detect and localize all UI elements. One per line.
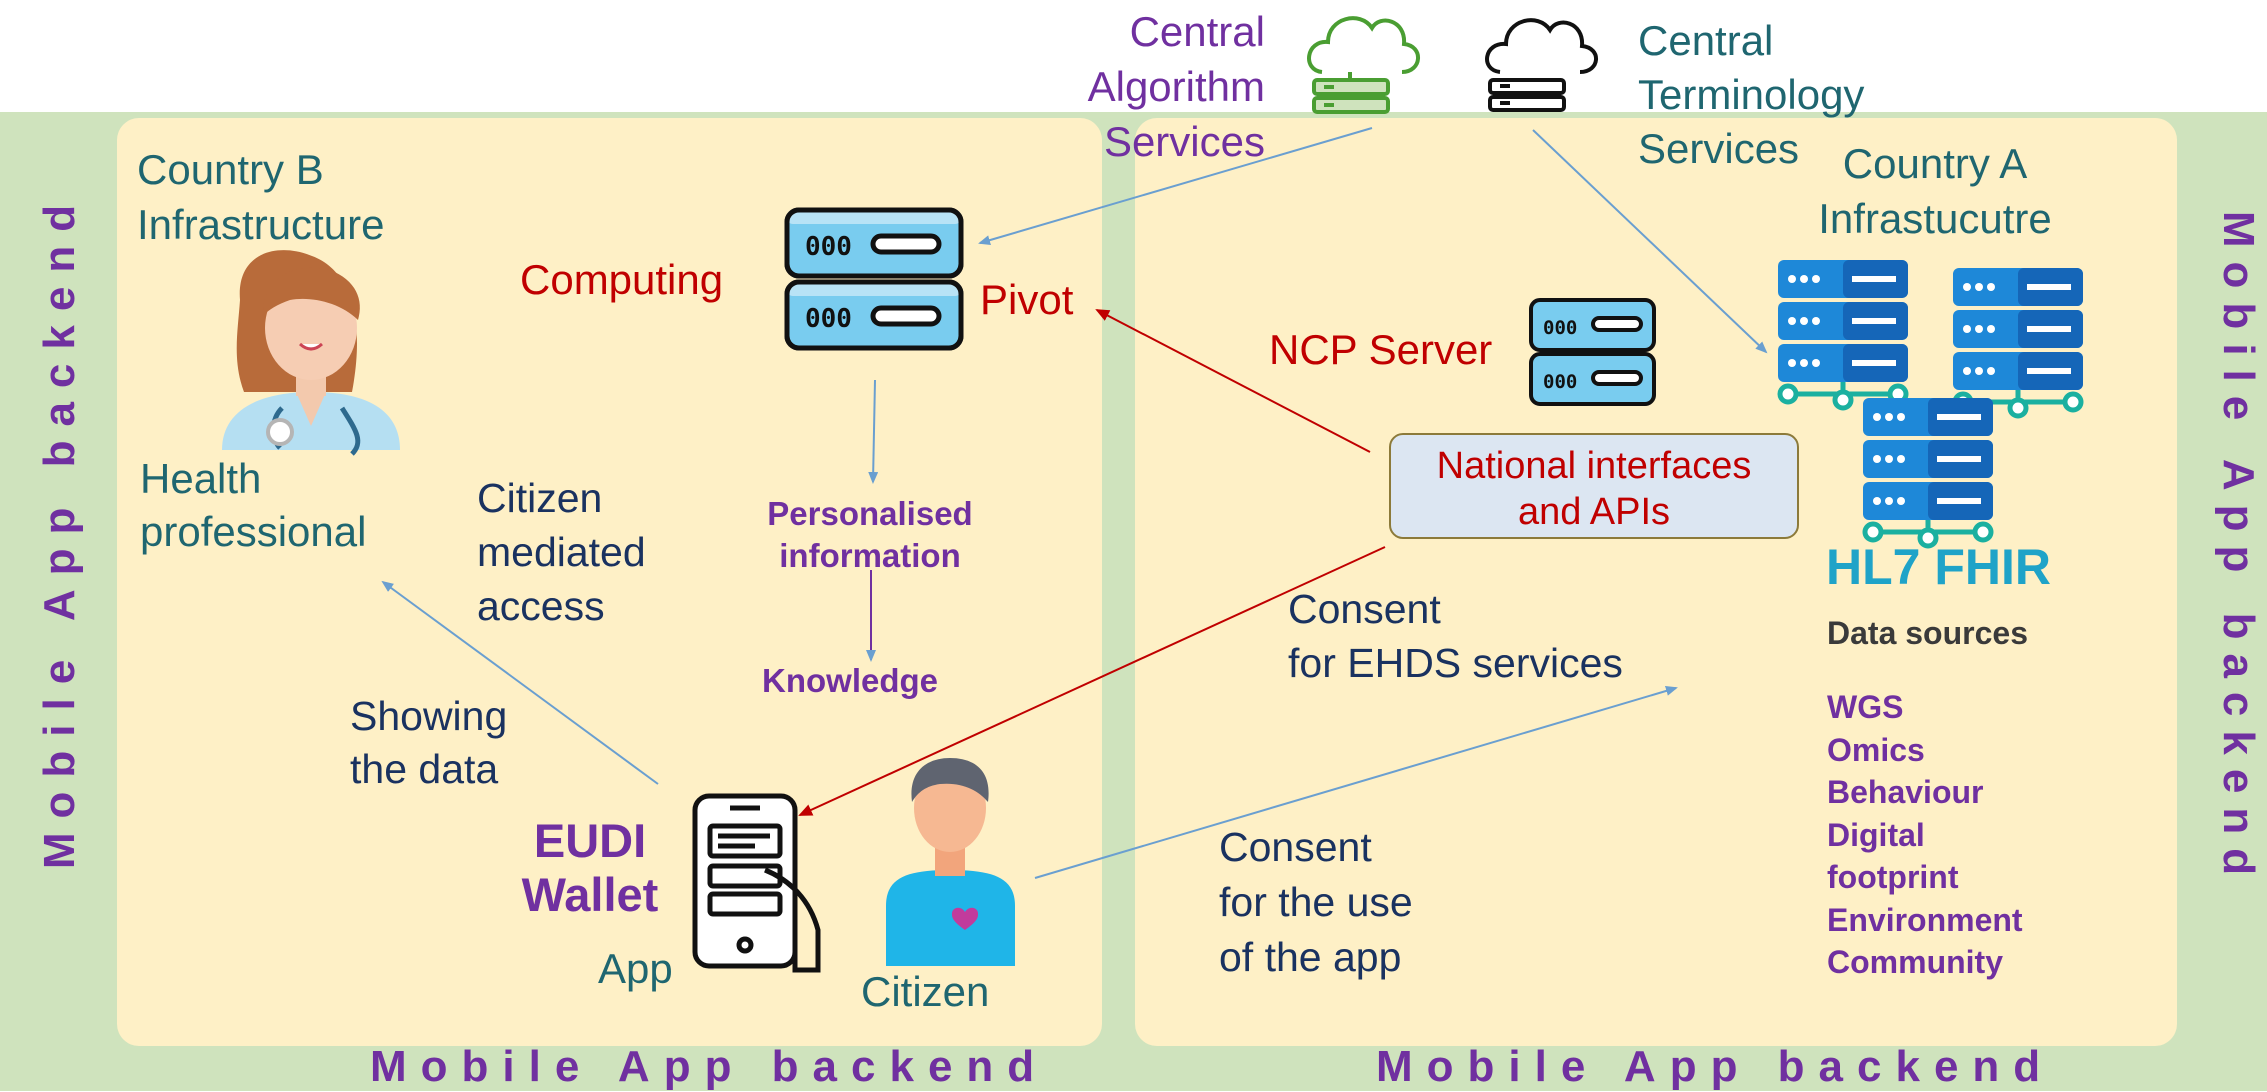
list-item: Environment bbox=[1827, 901, 2023, 938]
list-item: Behaviour bbox=[1827, 774, 1984, 810]
arrow-national-to-pivot bbox=[1095, 309, 1371, 453]
list-item: Digital bbox=[1827, 816, 1925, 853]
central-algorithm-services-label: Central Algorithm Services bbox=[1087, 8, 1265, 165]
citizen-icon bbox=[886, 758, 1015, 966]
arrow-national-to-wallet bbox=[798, 546, 1386, 816]
personalised-information-label: Personalised information bbox=[767, 495, 973, 574]
citizen-mediated-access-label: Citizen mediated access bbox=[477, 475, 646, 629]
data-server-icon bbox=[1952, 268, 2084, 419]
data-sources-list: WGS Omics Behaviour Digital footprint En… bbox=[1827, 686, 2023, 984]
svg-text:000: 000 bbox=[1543, 371, 1577, 393]
citizen-label: Citizen bbox=[861, 968, 990, 1015]
arrow-terminology-to-country-a bbox=[1532, 129, 1768, 354]
list-item: WGS bbox=[1827, 689, 1904, 725]
national-interfaces-label: National interfaces and APIs bbox=[1436, 445, 1752, 533]
ncp-server-label: NCP Server bbox=[1269, 326, 1493, 373]
hl7-fhir-label: HL7 FHIR bbox=[1826, 539, 2051, 595]
app-label: App bbox=[598, 945, 673, 992]
list-item: footprint bbox=[1827, 859, 1959, 895]
pivot-server-icon: 000 000 bbox=[784, 207, 964, 351]
consent-ehds-label: Consent for EHDS services bbox=[1288, 586, 1623, 686]
consent-app-label: Consent for the use of the app bbox=[1219, 824, 1413, 980]
health-professional-icon bbox=[222, 250, 400, 456]
cloud-black-icon bbox=[1485, 18, 1598, 112]
country-b-title: Country B Infrastructure bbox=[137, 146, 385, 248]
ncp-server-icon: 000 000 bbox=[1529, 298, 1656, 406]
backend-label-right: Mobile App backend bbox=[2214, 210, 2263, 890]
data-server-icon bbox=[1777, 260, 1909, 411]
data-server-icon bbox=[1862, 398, 1994, 549]
arrow-pivot-to-personalised bbox=[868, 379, 879, 484]
cloud-green-icon bbox=[1307, 16, 1420, 114]
svg-text:000: 000 bbox=[805, 304, 852, 334]
computing-label: Computing bbox=[520, 256, 724, 303]
showing-the-data-label: Showing the data bbox=[350, 693, 508, 792]
arrow-app-to-professional bbox=[381, 580, 659, 785]
eudi-wallet-label: EUDI Wallet bbox=[521, 814, 659, 921]
backend-label-bottom-right: Mobile App backend bbox=[1376, 1042, 2055, 1091]
central-terminology-services-label: Central Terminology Services bbox=[1638, 17, 1865, 172]
arrow-citizen-consent bbox=[1034, 686, 1678, 879]
arrow-algorithm-to-pivot bbox=[978, 127, 1373, 245]
list-item: Community bbox=[1827, 944, 2003, 980]
health-professional-label: Health professional bbox=[140, 455, 367, 555]
backend-label-bottom-left: Mobile App backend bbox=[370, 1042, 1049, 1091]
country-a-title: Country A Infrastucutre bbox=[1818, 140, 2052, 242]
data-sources-title: Data sources bbox=[1827, 615, 2028, 651]
svg-text:000: 000 bbox=[1543, 317, 1577, 339]
svg-text:000: 000 bbox=[805, 232, 852, 262]
backend-label-left: Mobile App backend bbox=[35, 190, 84, 870]
wallet-phone-icon bbox=[692, 793, 821, 973]
knowledge-label: Knowledge bbox=[762, 662, 939, 699]
national-interfaces-box: National interfaces and APIs bbox=[1389, 433, 1799, 539]
list-item: Omics bbox=[1827, 731, 1925, 768]
pivot-label: Pivot bbox=[980, 276, 1074, 323]
